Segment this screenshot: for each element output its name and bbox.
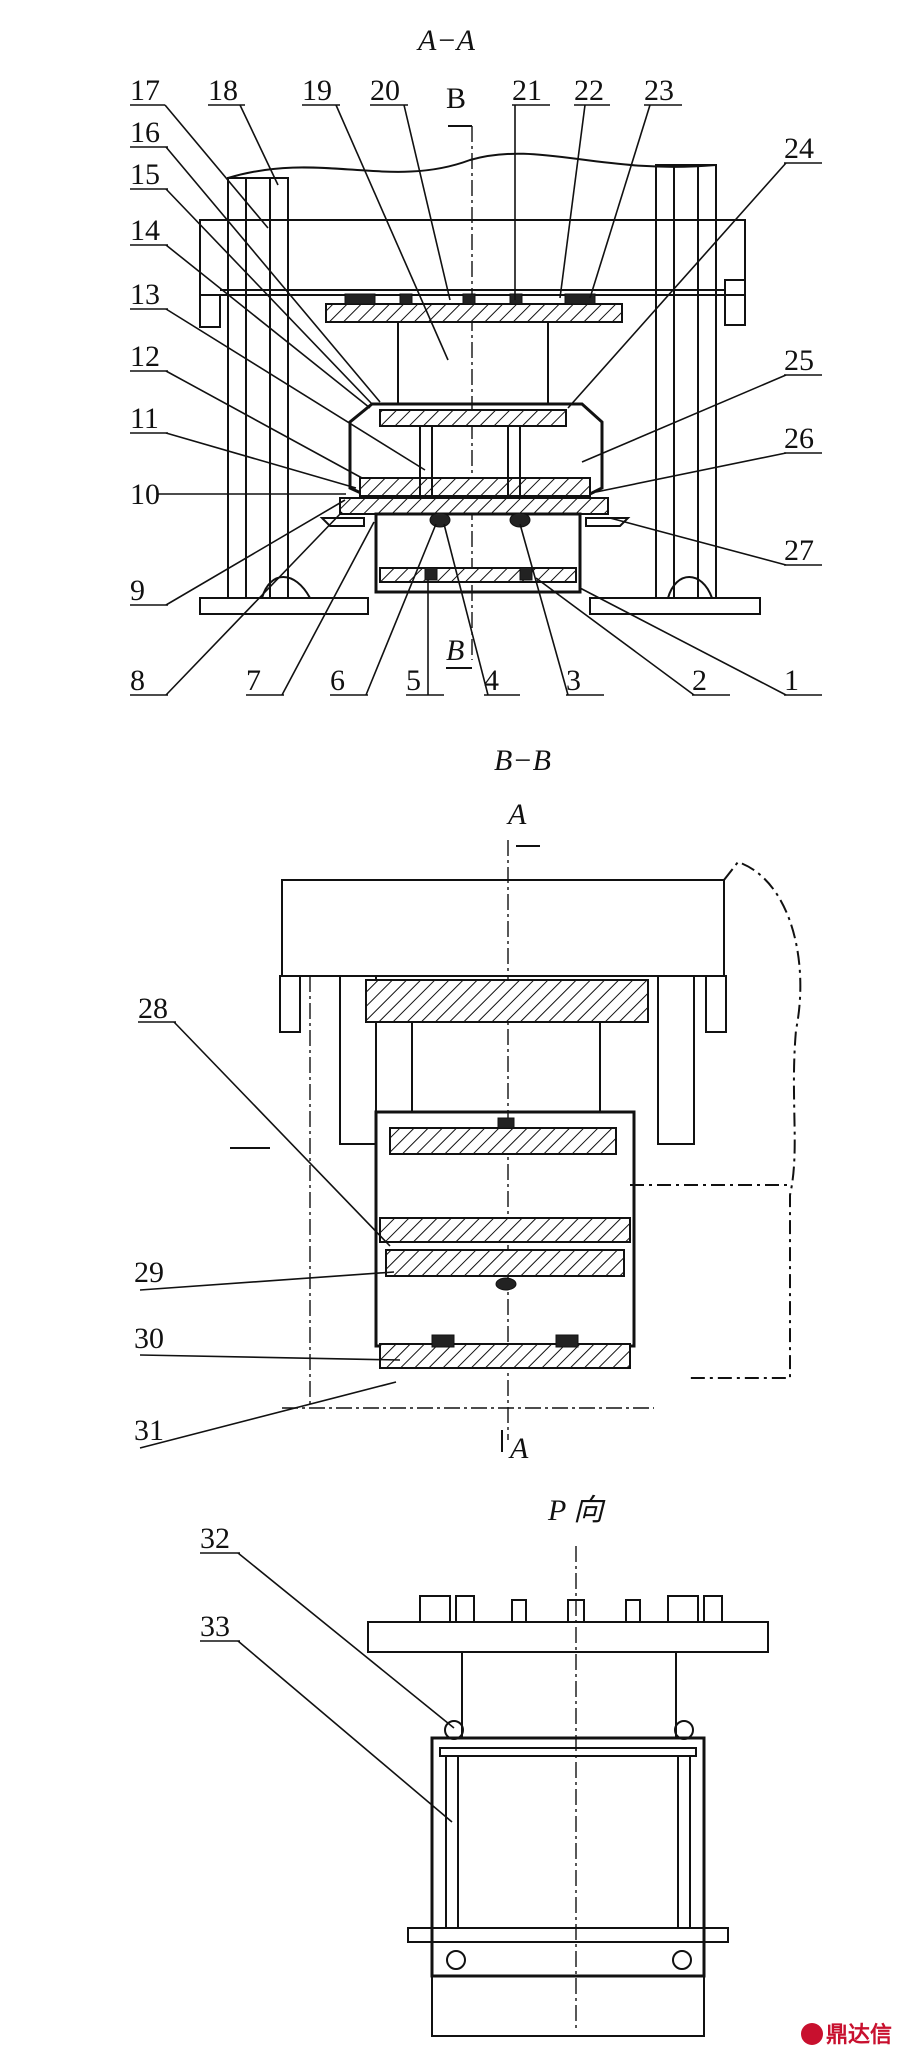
- callout-19: 19: [302, 74, 332, 107]
- bb-top-beam: [281, 879, 725, 977]
- watermark-text: 鼎达信: [826, 2022, 892, 2048]
- cut-mark-b-bottom: B: [446, 634, 464, 667]
- section-aa: A−A B: [130, 24, 822, 697]
- callout-20: 20: [370, 74, 400, 107]
- watermark: 鼎达信: [801, 2022, 892, 2048]
- section-aa-title: A−A: [416, 24, 476, 57]
- callout-9: 9: [130, 574, 145, 607]
- callout-11: 11: [130, 402, 159, 435]
- callout-24: 24: [784, 132, 814, 165]
- callout-3: 3: [566, 664, 581, 697]
- callout-32: 32: [200, 1522, 230, 1555]
- callout-8: 8: [130, 664, 145, 697]
- callout-21: 21: [512, 74, 542, 107]
- section-bb-title: B−B: [494, 744, 551, 777]
- callout-30: 30: [134, 1322, 164, 1355]
- section-bb: B−B A A 28 29 30 31: [134, 744, 802, 1465]
- callout-16: 16: [130, 116, 160, 149]
- callout-22: 22: [574, 74, 604, 107]
- callout-23: 23: [644, 74, 674, 107]
- callout-6: 6: [330, 664, 345, 697]
- cut-mark-b-top: B: [446, 82, 466, 115]
- callout-31: 31: [134, 1414, 164, 1447]
- callout-1: 1: [784, 664, 799, 697]
- callout-33: 33: [200, 1610, 230, 1643]
- callout-10: 10: [130, 478, 160, 511]
- callout-13: 13: [130, 278, 160, 311]
- callout-28: 28: [138, 992, 168, 1025]
- lower-box: [374, 512, 582, 594]
- bb-upper-plate: [365, 979, 649, 1023]
- callout-12: 12: [130, 340, 160, 373]
- callout-15: 15: [130, 158, 160, 191]
- cut-mark-a-bottom: A: [508, 1432, 529, 1465]
- callout-4: 4: [484, 664, 499, 697]
- view-p-title: P 向: [547, 1494, 606, 1527]
- callout-27: 27: [784, 534, 814, 567]
- callout-18: 18: [208, 74, 238, 107]
- callout-25: 25: [784, 344, 814, 377]
- upper-plate: [325, 303, 623, 323]
- callout-17: 17: [130, 74, 160, 107]
- cut-mark-a-top: A: [506, 798, 527, 831]
- watermark-logo-icon: [801, 2023, 823, 2045]
- callout-14: 14: [130, 214, 160, 247]
- callout-2: 2: [692, 664, 707, 697]
- p-top-plate: [367, 1621, 769, 1653]
- callout-26: 26: [784, 422, 814, 455]
- p-box: [430, 1736, 706, 1978]
- callout-5: 5: [406, 664, 421, 697]
- callout-29: 29: [134, 1256, 164, 1289]
- callout-7: 7: [246, 664, 261, 697]
- view-p: P 向 32 33: [200, 1494, 769, 2037]
- left-column: [227, 177, 289, 599]
